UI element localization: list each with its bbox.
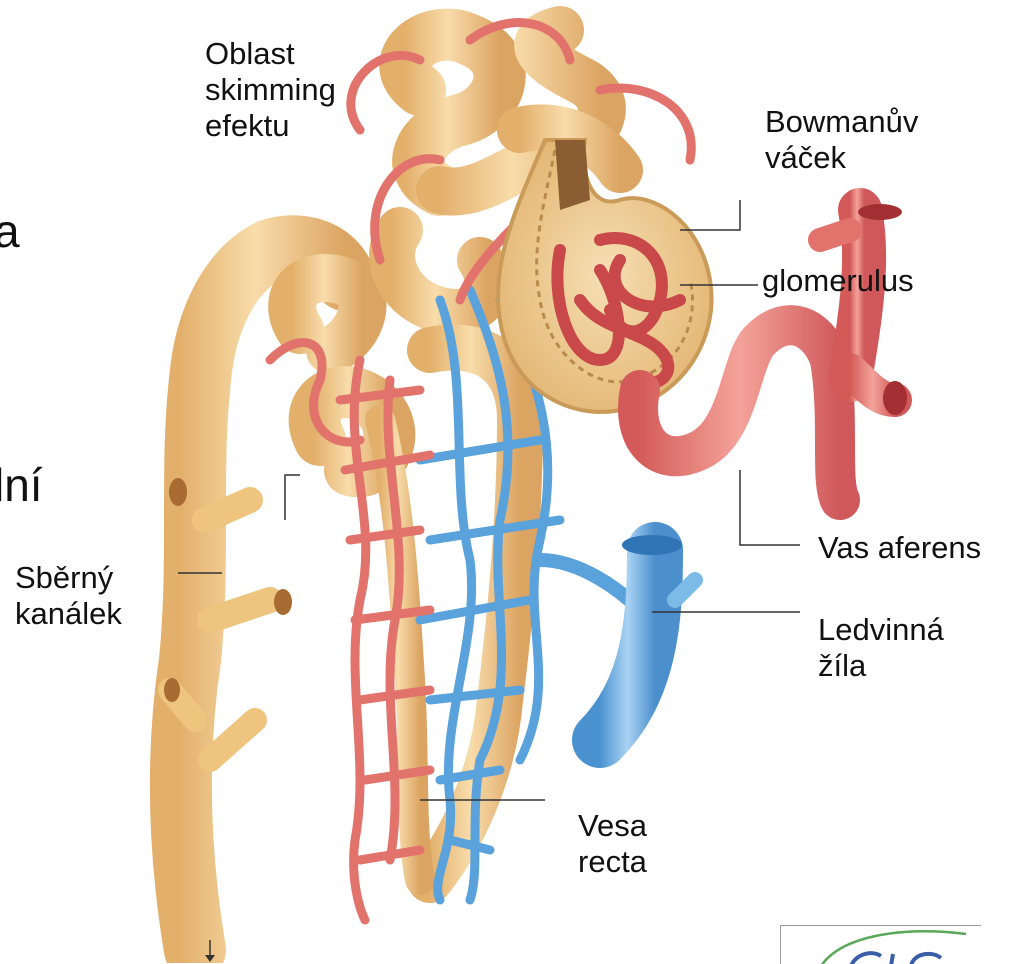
label-sberny-kanalek: Sběrný kanálek: [15, 560, 122, 632]
label-vas-aferens: Vas aferens: [818, 530, 981, 566]
cropped-text-a: a: [0, 206, 20, 256]
label-vesa-recta: Vesa recta: [578, 808, 647, 880]
label-glomerulus: glomerulus: [762, 263, 914, 299]
leader-bowman: [680, 200, 740, 230]
leader-oblast: [285, 475, 300, 520]
label-bowmanuv-vacek: Bowmanův váček: [765, 104, 918, 176]
cropped-text-lni: lní: [0, 460, 43, 510]
label-ledvinna-zila: Ledvinná žíla: [818, 612, 944, 684]
label-oblast-skimming-efektu: Oblast skimming efektu: [205, 36, 336, 144]
leader-vas-aferens: [740, 470, 800, 545]
institution-logo: [780, 925, 981, 964]
renal-vein: [600, 535, 695, 740]
logo-mark: [781, 926, 981, 964]
